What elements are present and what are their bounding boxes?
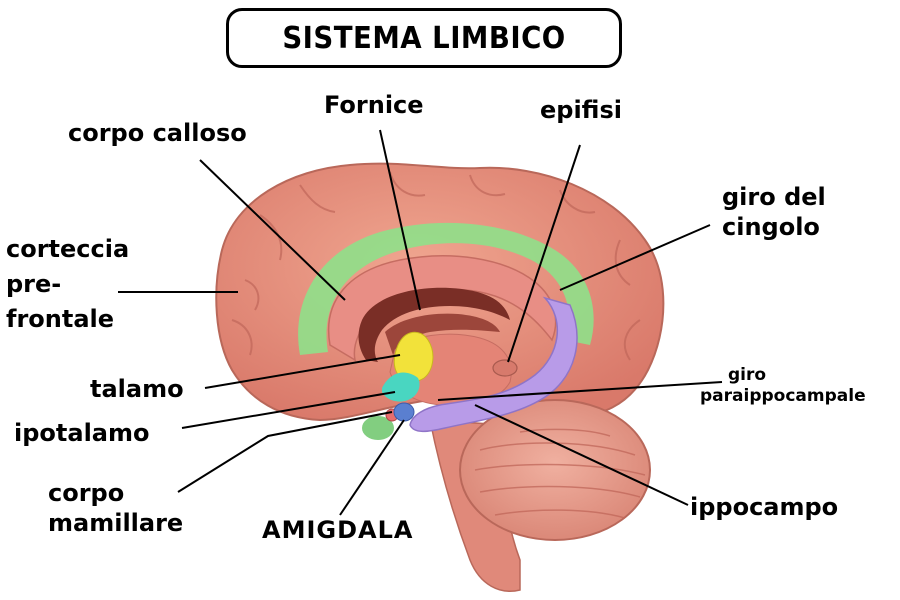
- fornix-inner: [385, 313, 500, 355]
- label-epifisi: epifisi: [540, 96, 622, 124]
- line-corpo-calloso: [199, 159, 346, 301]
- line-epifisi: [507, 144, 581, 363]
- label-fornice: Fornice: [324, 91, 424, 119]
- label-corteccia-line3: frontale: [6, 304, 115, 333]
- limbic-green-region: [362, 416, 394, 440]
- label-corpo-calloso: corpo calloso: [68, 119, 247, 147]
- line-corpo-mamillare: [177, 411, 393, 493]
- cerebellum: [459, 399, 651, 541]
- hippocampus: [409, 296, 578, 433]
- title-box: SISTEMA LIMBICO: [226, 8, 622, 68]
- label-giro-para-line1: giro: [728, 365, 767, 385]
- label-corteccia-prefrontale: corteccia pre- frontale: [6, 232, 129, 336]
- line-giro-para: [437, 381, 723, 401]
- label-giro-para-line2: paraippocampale: [700, 386, 866, 407]
- label-amigdala: AMIGDALA: [262, 516, 414, 544]
- label-giro-paraippocampale: giro paraippocampale: [700, 365, 866, 408]
- leader-lines: [118, 129, 723, 516]
- line-ipotalamo: [181, 391, 396, 429]
- amygdala: [393, 402, 415, 422]
- line-amigdala: [339, 419, 405, 516]
- cingulate-gyrus: [298, 222, 594, 355]
- label-corteccia-line1: corteccia: [6, 235, 130, 263]
- fornix: [358, 287, 510, 362]
- line-giro-cingolo: [559, 224, 711, 291]
- thalamus: [393, 331, 434, 383]
- label-giro-cingolo-line2: cingolo: [722, 213, 820, 241]
- page-title: SISTEMA LIMBICO: [282, 20, 566, 56]
- label-ipotalamo: ipotalamo: [14, 419, 150, 447]
- line-fornice: [379, 129, 421, 311]
- pineal-gland: [492, 359, 518, 377]
- label-corpo-mamillare-line1: corpo: [48, 479, 125, 507]
- label-corpo-mamillare: corpo mamillare: [48, 478, 183, 538]
- hypothalamus: [382, 372, 420, 402]
- label-giro-cingolo-line1: giro del: [722, 183, 826, 211]
- label-corteccia-line2: pre-: [6, 269, 62, 298]
- label-talamo: talamo: [90, 375, 184, 403]
- line-ippocampo: [474, 404, 689, 506]
- label-corpo-mamillare-line2: mamillare: [48, 509, 184, 537]
- label-giro-cingolo: giro del cingolo: [722, 182, 826, 242]
- line-talamo: [204, 354, 401, 389]
- label-ippocampo: ippocampo: [690, 493, 839, 521]
